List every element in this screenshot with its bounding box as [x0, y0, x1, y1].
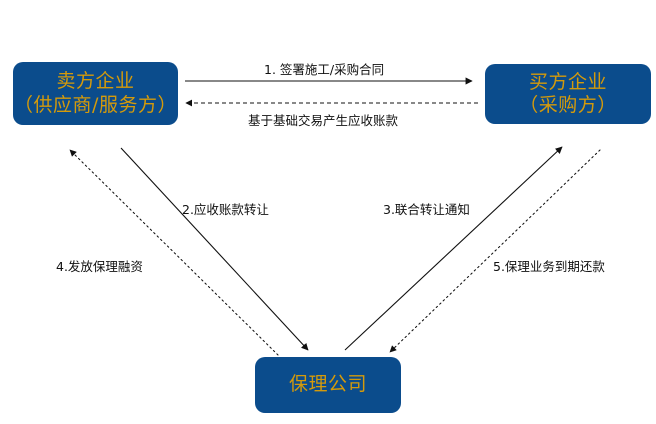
edge-label-receivable-transfer: 2.应收账款转让 [182, 202, 269, 217]
node-buyer-line1: 买方企业 [528, 70, 607, 93]
edge-label-maturity-repayment: 5.保理业务到期还款 [493, 259, 605, 274]
node-seller-line2: （供应商/服务方） [14, 93, 177, 116]
node-buyer-enterprise[interactable]: 买方企业 （采购方） [485, 64, 651, 124]
edge-label-joint-transfer-notice: 3.联合转让通知 [383, 202, 470, 217]
node-seller-enterprise[interactable]: 卖方企业 （供应商/服务方） [13, 62, 178, 125]
node-seller-line1: 卖方企业 [56, 70, 135, 93]
node-buyer-line2: （采购方） [519, 94, 617, 116]
edge-label-contract-signing: 1. 签署施工/采购合同 [264, 62, 385, 77]
edge-receivable-transfer [120, 147, 309, 351]
edge-maturity-repayment [389, 149, 601, 353]
edge-joint-transfer-notice [344, 146, 563, 351]
edge-factoring-financing [69, 149, 279, 356]
node-factor-line1: 保理公司 [288, 373, 367, 396]
edge-label-factoring-financing: 4.发放保理融资 [56, 259, 143, 274]
edge-label-receivable-generated: 基于基础交易产生应收账款 [248, 113, 399, 128]
node-factoring-company[interactable]: 保理公司 [255, 357, 401, 413]
